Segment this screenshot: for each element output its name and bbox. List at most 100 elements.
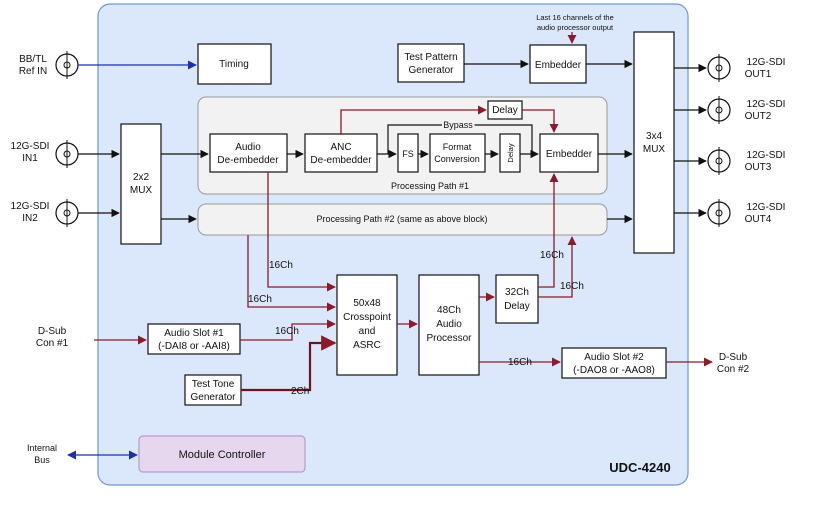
processing-path-1-label: Processing Path #1: [391, 181, 469, 191]
module-panel: [97, 3, 689, 486]
audio-processor-label-2: Audio: [436, 319, 462, 330]
crosspoint-label-4: ASRC: [353, 340, 381, 351]
test-tone-label-1: Test Tone: [192, 379, 235, 390]
delay-32ch-label-2: Delay: [504, 301, 530, 312]
out4-label-1: 12G-SDI: [747, 202, 786, 213]
fs-label: FS: [402, 149, 414, 159]
crosspoint-asrc-block: [336, 274, 398, 376]
delay-top-label: Delay: [492, 105, 518, 116]
processing-path-2-label: Processing Path #2 (same as above block): [316, 214, 487, 224]
crosspoint-label-3: and: [359, 326, 376, 337]
bnc-ref-in-icon: [55, 51, 79, 79]
ch16-slot2-label: 16Ch: [508, 357, 532, 368]
crosspoint-label-1: 50x48: [353, 298, 381, 309]
last16-label-1: Last 16 channels of the: [536, 13, 614, 22]
audio-slot-1-label-1: Audio Slot #1: [164, 328, 224, 339]
fs-block: [397, 133, 419, 173]
ref-in-label-1: BB/TL: [19, 54, 47, 65]
last16-label-2: audio processor output: [537, 23, 614, 32]
dsub1-label-2: Con #1: [36, 338, 69, 349]
anc-deembedder-label-1: ANC: [330, 142, 351, 153]
in2-label-2: IN2: [22, 213, 38, 224]
audio-processor-block: [418, 274, 480, 376]
bnc-out4-icon: [707, 199, 731, 227]
wire-bypass: [387, 124, 533, 154]
audio-slot-1-block: [147, 323, 241, 355]
wire-deemb-crosspoint-b: [247, 235, 336, 312]
mux-2x2-label-2: MUX: [130, 185, 153, 196]
module-name: UDC-4240: [609, 460, 670, 475]
wire-testtone-crosspoint: [241, 335, 337, 392]
ch16-delay-label: 16Ch: [560, 281, 584, 292]
timing-label: Timing: [219, 59, 249, 70]
audio-slot-2-label-1: Audio Slot #2: [584, 352, 644, 363]
ch16-emb-label: 16Ch: [540, 250, 564, 261]
embedder-path-label: Embedder: [546, 149, 593, 160]
bnc-in1-icon: [55, 140, 79, 168]
bnc-in2-icon: [55, 199, 79, 227]
out1-label-2: OUT1: [745, 69, 772, 80]
ch16-slot1-label: 16Ch: [275, 326, 299, 337]
test-pattern-generator-block: [397, 43, 465, 83]
wire-delay32-path2: [538, 236, 577, 298]
bus-label-2: Bus: [34, 455, 50, 465]
test-tone-label-2: Generator: [190, 392, 236, 403]
audio-processor-label-1: 48Ch: [437, 305, 461, 316]
out3-label-1: 12G-SDI: [747, 150, 786, 161]
dsub2-label-2: Con #2: [717, 364, 750, 375]
audio-slot-2-label-2: (-DAO8 or -AAO8): [573, 365, 655, 376]
in1-label-1: 12G-SDI: [11, 141, 50, 152]
in1-label-2: IN1: [22, 153, 38, 164]
bypass-label: Bypass: [443, 120, 473, 130]
anc-deembedder-label-2: De-embedder: [310, 155, 372, 166]
delay-32ch-block: [495, 274, 539, 324]
audio-slot-1-label-2: (-DAI8 or -AAI8): [158, 341, 230, 352]
timing-block: [197, 43, 272, 85]
delay-32ch-label-1: 32Ch: [505, 287, 529, 298]
ch2-tone-label: 2Ch: [291, 386, 309, 397]
embedder-top-label: Embedder: [535, 60, 582, 71]
ref-in-label-2: Ref IN: [19, 66, 47, 77]
mux-3x4-block: [633, 31, 675, 254]
ch16-a-label: 16Ch: [269, 260, 293, 271]
test-tone-generator-block: [184, 374, 242, 406]
format-conversion-block: [429, 133, 486, 173]
mux-2x2-label-1: 2x2: [133, 172, 150, 183]
out3-label-2: OUT3: [745, 162, 772, 173]
audio-deembedder-block: [209, 133, 288, 173]
format-conversion-label-1: Format: [443, 142, 472, 152]
wire-deemb-crosspoint-a: [267, 172, 336, 292]
module-controller-block: [138, 435, 306, 473]
mux-3x4-label-2: MUX: [643, 144, 666, 155]
delay-vertical-label: Delay: [506, 143, 515, 162]
test-pattern-label-2: Generator: [408, 65, 454, 76]
mux-2x2-block: [120, 123, 162, 245]
mux-3x4-label-1: 3x4: [646, 131, 663, 142]
audio-deembedder-label-2: De-embedder: [217, 155, 279, 166]
embedder-path-block: [539, 133, 599, 173]
anc-deembedder-block: [304, 133, 378, 173]
bnc-out3-icon: [707, 147, 731, 175]
wire-anc-delay: [340, 105, 487, 134]
audio-processor-label-3: Processor: [426, 333, 472, 344]
delay-vertical-block: [499, 133, 521, 173]
wire-delay32-embedder: [538, 173, 559, 288]
module-controller-label: Module Controller: [179, 449, 266, 461]
crosspoint-label-2: Crosspoint: [343, 312, 391, 323]
out4-label-2: OUT4: [745, 214, 772, 225]
bnc-out1-icon: [707, 54, 731, 82]
dsub2-label-1: D-Sub: [719, 352, 748, 363]
bus-label-1: Internal: [27, 443, 57, 453]
audio-deembedder-label-1: Audio: [235, 142, 261, 153]
bnc-out2-icon: [707, 96, 731, 124]
wire-slot1-crosspoint: [240, 319, 336, 341]
dsub1-label-1: D-Sub: [38, 326, 67, 337]
in2-label-1: 12G-SDI: [11, 201, 50, 212]
audio-slot-2-block: [561, 347, 667, 379]
wire-delay-embedder-red: [522, 109, 559, 133]
test-pattern-label-1: Test Pattern: [404, 52, 457, 63]
ch16-b-label: 16Ch: [248, 294, 272, 305]
out1-label-1: 12G-SDI: [747, 57, 786, 68]
